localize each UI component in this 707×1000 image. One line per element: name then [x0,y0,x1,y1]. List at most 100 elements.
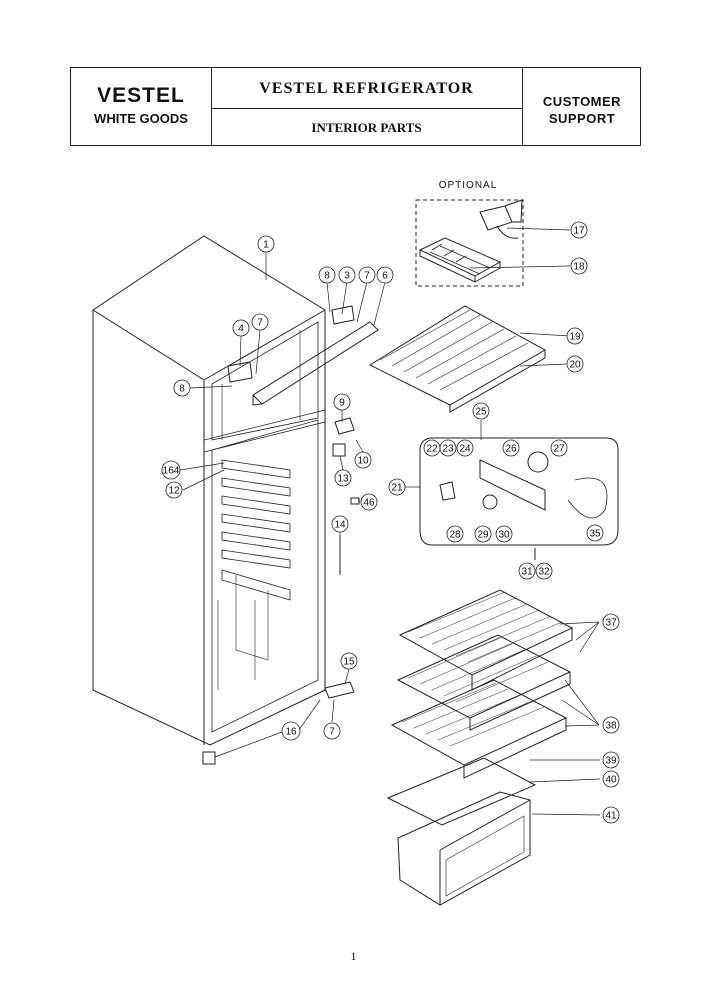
inner-shelf-rails [217,459,291,690]
svg-text:8: 8 [324,271,330,282]
svg-text:6: 6 [382,271,388,282]
lamp-cover-part [332,443,346,457]
glass-shelf-stack [390,589,574,779]
callout-14: 14 [331,515,349,533]
svg-text:32: 32 [538,567,550,578]
callout-24: 24 [456,439,474,457]
svg-text:12: 12 [168,486,180,497]
svg-text:30: 30 [498,530,510,541]
callout-8: 8 [318,266,336,284]
svg-text:23: 23 [442,444,454,455]
callout-7: 7 [358,266,376,284]
callout-164: 164 [161,460,181,480]
callout-22: 22 [423,439,441,457]
svg-text:9: 9 [339,398,345,409]
callout-46: 46 [360,493,378,511]
document-subtitle: INTERIOR PARTS [311,120,422,135]
callout-29: 29 [474,525,492,543]
callout-9: 9 [333,393,351,411]
callout-39: 39 [602,751,620,769]
callout-7c: 7 [323,722,341,740]
callout-3: 3 [338,266,356,284]
callout-38: 38 [602,716,620,734]
callout-27: 27 [550,439,568,457]
callout-32: 32 [535,562,553,580]
svg-text:29: 29 [477,530,489,541]
callout-37: 37 [602,613,620,631]
callout-23: 23 [439,439,457,457]
callout-16: 16 [281,721,301,741]
control-assembly-group [419,437,619,546]
callout-1: 1 [257,235,275,253]
middle-hinge-part [227,361,253,383]
clip-part [350,497,360,505]
svg-text:13: 13 [337,474,349,485]
svg-text:16: 16 [285,727,297,738]
callout-26: 26 [502,439,520,457]
cabinet-body [92,235,326,746]
svg-text:39: 39 [605,756,617,767]
svg-text:7: 7 [364,271,370,282]
svg-text:7: 7 [329,727,335,738]
title-divider [211,108,522,109]
svg-text:4: 4 [238,324,244,335]
svg-text:41: 41 [605,811,617,822]
page-number: 1 [350,949,357,963]
freezer-wire-shelf [368,305,547,413]
svg-text:38: 38 [605,721,617,732]
callout-13: 13 [334,469,352,487]
callout-28: 28 [446,525,464,543]
title-cell: VESTEL REFRIGERATOR INTERIOR PARTS [211,68,522,145]
optional-parts-box [415,199,524,287]
thermostat-bracket-part [334,417,355,435]
bottom-hinge-part [324,681,355,699]
svg-text:21: 21 [391,483,403,494]
callout-7b: 7 [251,313,269,331]
svg-text:14: 14 [334,520,346,531]
svg-text:40: 40 [605,775,617,786]
support-line-2: SUPPORT [548,111,616,126]
svg-text:15: 15 [343,657,355,668]
leader-lines [179,227,601,816]
callout-17: 17 [570,221,588,239]
callout-12: 12 [165,481,183,499]
svg-text:27: 27 [553,444,565,455]
adjustable-foot-part [202,751,216,765]
svg-text:22: 22 [426,444,438,455]
svg-text:28: 28 [449,530,461,541]
crisper-drawer-part [397,791,531,906]
freezer-cover-part [252,321,379,405]
callout-41: 41 [602,806,620,824]
svg-text:26: 26 [505,444,517,455]
callout-40: 40 [602,770,620,788]
svg-text:7: 7 [257,318,263,329]
svg-text:25: 25 [475,407,487,418]
svg-text:164: 164 [163,466,180,477]
callout-20: 20 [566,355,584,373]
division-name: WHITE GOODS [94,111,188,126]
svg-text:18: 18 [573,262,585,273]
svg-text:1: 1 [263,240,269,251]
crisper-cover-part [386,757,537,826]
brand-name: VESTEL [97,84,185,107]
title-block: VESTEL WHITE GOODS VESTEL REFRIGERATOR I… [70,67,641,146]
callout-19: 19 [566,327,584,345]
svg-text:24: 24 [459,444,471,455]
callout-15: 15 [340,652,358,670]
svg-text:10: 10 [357,456,369,467]
top-hinge-part [331,305,355,325]
support-cell: CUSTOMER SUPPORT [522,68,641,145]
callout-35: 35 [586,524,604,542]
svg-text:3: 3 [344,271,350,282]
document-title: VESTEL REFRIGERATOR [259,80,474,97]
callout-10: 10 [354,451,372,469]
callout-31: 31 [518,562,536,580]
svg-text:46: 46 [363,498,375,509]
svg-text:19: 19 [569,332,581,343]
svg-text:20: 20 [569,360,581,371]
svg-text:17: 17 [573,226,585,237]
svg-text:31: 31 [521,567,533,578]
svg-text:35: 35 [589,529,601,540]
brand-cell: VESTEL WHITE GOODS [71,68,212,145]
